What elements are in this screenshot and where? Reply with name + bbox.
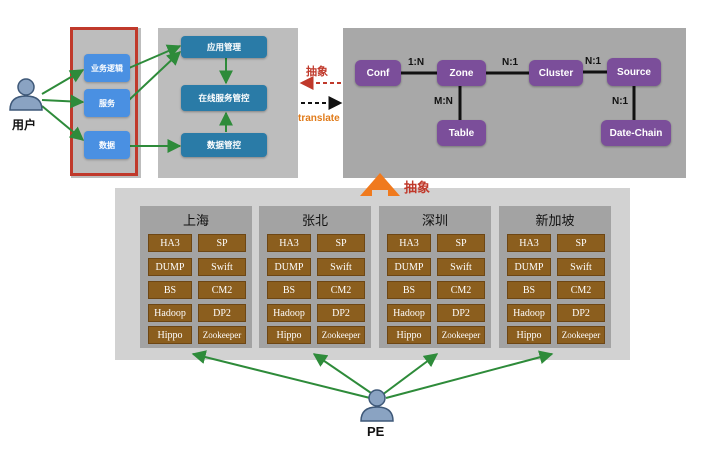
pe-person-icon: [360, 389, 394, 422]
service-cell[interactable]: BS: [148, 281, 192, 299]
user-to-data-arrow: [41, 105, 85, 141]
online-service-control-button[interactable]: 在线服务管控: [181, 85, 267, 111]
service-button[interactable]: 服务: [84, 89, 130, 117]
service-cell[interactable]: Hadoop: [148, 304, 192, 322]
service-cell[interactable]: Swift: [437, 258, 485, 276]
user-label: 用户: [12, 118, 37, 132]
rel-conf-zone: 1:N: [408, 57, 425, 68]
abstraction-panel: [343, 28, 686, 178]
app-management-button[interactable]: 应用管理: [181, 36, 267, 58]
service-cell[interactable]: SP: [317, 234, 365, 252]
service-cell[interactable]: HA3: [148, 234, 192, 252]
data-button[interactable]: 数据: [84, 131, 130, 159]
service-cell[interactable]: HA3: [267, 234, 311, 252]
rel-zone-cluster: N:1: [502, 57, 519, 68]
service-cell[interactable]: DP2: [437, 304, 485, 322]
service-cell[interactable]: DUMP: [387, 258, 431, 276]
node-cluster[interactable]: Cluster: [529, 60, 583, 86]
user-to-service-arrow: [41, 94, 85, 109]
service-cell[interactable]: DUMP: [148, 258, 192, 276]
service-cell[interactable]: Hippo: [148, 326, 192, 344]
service-cell[interactable]: Hippo: [387, 326, 431, 344]
service-cell[interactable]: CM2: [437, 281, 485, 299]
service-cell[interactable]: HA3: [387, 234, 431, 252]
service-cell[interactable]: DP2: [557, 304, 605, 322]
business-to-app-arrow: [128, 44, 182, 69]
data-control-button[interactable]: 数据管控: [181, 133, 267, 157]
node-zone[interactable]: Zone: [437, 60, 486, 86]
rel-zone-table: M:N: [434, 96, 453, 107]
node-table[interactable]: Table: [437, 120, 486, 146]
service-cell[interactable]: BS: [507, 281, 551, 299]
service-cell[interactable]: Swift: [557, 258, 605, 276]
service-cell[interactable]: Zookeeper: [557, 326, 605, 344]
node-data-chain[interactable]: Date-Chain: [601, 120, 671, 146]
service-cell[interactable]: DP2: [317, 304, 365, 322]
region-title: 上海: [182, 213, 209, 228]
rel-source-chain: N:1: [612, 96, 629, 107]
service-cell[interactable]: Zookeeper: [437, 326, 485, 344]
service-cell[interactable]: HA3: [507, 234, 551, 252]
service-cell[interactable]: BS: [267, 281, 311, 299]
node-source[interactable]: Source: [607, 58, 661, 86]
service-cell[interactable]: Hadoop: [267, 304, 311, 322]
service-cell[interactable]: Hippo: [507, 326, 551, 344]
service-cell[interactable]: DP2: [198, 304, 246, 322]
service-cell[interactable]: Zookeeper: [198, 326, 246, 344]
pe-to-singapore-arrow: [385, 350, 554, 399]
pe-to-shenzhen-arrow: [381, 353, 439, 396]
region-title: 深圳: [421, 213, 448, 228]
service-cell[interactable]: CM2: [198, 281, 246, 299]
service-cell[interactable]: BS: [387, 281, 431, 299]
service-cell[interactable]: Hippo: [267, 326, 311, 344]
user-person-icon: [9, 78, 43, 111]
service-cell[interactable]: SP: [557, 234, 605, 252]
up-abstract-arrow: [360, 173, 400, 196]
abstract-label: 抽象: [306, 66, 328, 78]
service-cell[interactable]: Zookeeper: [317, 326, 365, 344]
service-cell[interactable]: DUMP: [507, 258, 551, 276]
translate-label: translate: [298, 113, 340, 124]
service-cell[interactable]: CM2: [317, 281, 365, 299]
service-cell[interactable]: Swift: [198, 258, 246, 276]
region-title: 张北: [301, 213, 328, 228]
service-cell[interactable]: Hadoop: [387, 304, 431, 322]
pe-to-zhangbei-arrow: [312, 353, 375, 396]
service-cell[interactable]: DUMP: [267, 258, 311, 276]
business-logic-button[interactable]: 业务逻辑: [84, 54, 130, 82]
service-cell[interactable]: Hadoop: [507, 304, 551, 322]
service-cell[interactable]: Swift: [317, 258, 365, 276]
user-to-business-arrow: [41, 69, 85, 95]
up-abstract-label: 抽象: [404, 180, 431, 195]
service-cell[interactable]: SP: [198, 234, 246, 252]
pe-label: PE: [367, 424, 385, 439]
rel-cluster-source: N:1: [585, 56, 602, 67]
pe-to-shanghai-arrow: [191, 350, 371, 399]
node-conf[interactable]: Conf: [355, 60, 401, 86]
service-cell[interactable]: CM2: [557, 281, 605, 299]
service-to-app-arrow: [128, 51, 182, 101]
service-cell[interactable]: SP: [437, 234, 485, 252]
region-title: 新加坡: [535, 213, 575, 228]
